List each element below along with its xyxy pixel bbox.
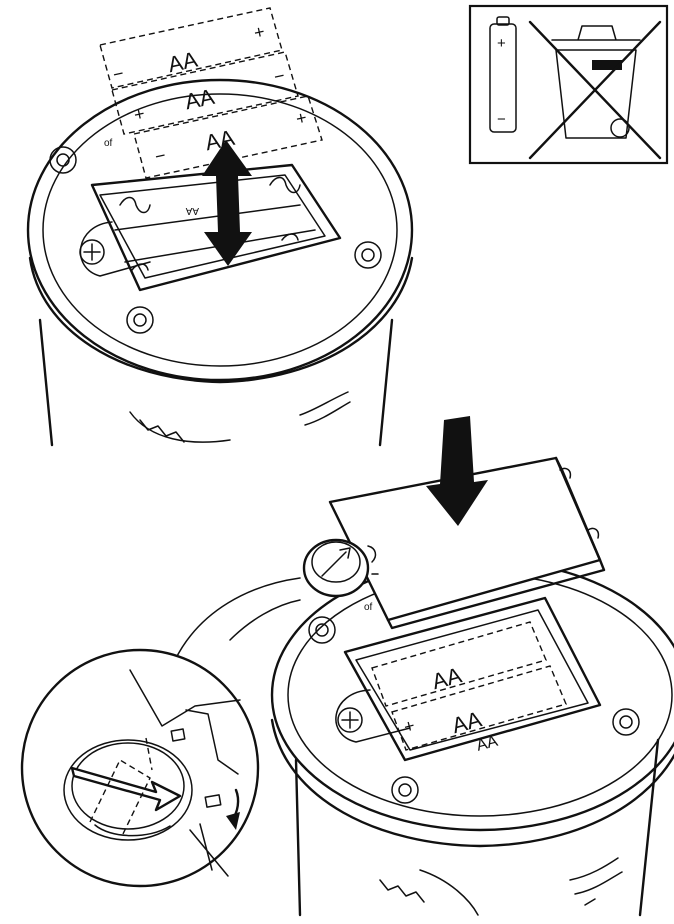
battery-plus-label: + (132, 103, 146, 125)
battery-plus-label: + (402, 715, 417, 737)
screw-head (612, 708, 640, 736)
lock-position-label: of (364, 602, 373, 613)
battery-cover-plate (328, 456, 606, 630)
battery-label: AA (183, 84, 217, 115)
aa-battery-dashed: AA (371, 621, 547, 707)
battery-label: AA (429, 662, 464, 694)
device-top-open: AA (26, 78, 414, 447)
battery-minus-label: − (153, 145, 167, 167)
insert-arrow-icon (426, 416, 488, 526)
crossed-out-wheelie-bin-icon (528, 20, 662, 160)
lock-position-label: of (104, 138, 113, 149)
battery-icon-minus: − (497, 111, 506, 128)
compartment-marking: AA (185, 205, 199, 216)
screw-head (391, 776, 419, 804)
battery-label: AA (449, 706, 484, 738)
battery-plus-label: + (294, 107, 308, 129)
battery-plus-label: + (252, 21, 266, 43)
aa-battery-dashed: AA + − (111, 51, 299, 135)
battery-compartment (343, 596, 602, 762)
zoom-detail-circle (20, 577, 301, 888)
screw-head (49, 146, 77, 174)
battery-icon-plus: + (497, 35, 506, 52)
screw-head (354, 241, 382, 269)
aa-battery-dashed: AA + − (99, 7, 283, 89)
screw-head (308, 616, 336, 644)
battery-label: AA (475, 733, 500, 755)
disposal-symbol-box: + − (468, 4, 669, 165)
remove-arrow-icon (202, 140, 252, 266)
lock-screw-icon (79, 221, 151, 277)
battery-minus-label: − (111, 63, 125, 85)
screw-head (126, 306, 154, 334)
battery-icon: + − (489, 16, 517, 133)
lock-knob-closeup (63, 737, 193, 841)
battery-minus-label: − (272, 65, 286, 87)
lock-knob (302, 538, 379, 598)
lock-screw-icon (335, 689, 411, 743)
device-bottom-closed: AA AA + AA (270, 558, 674, 917)
aa-battery-dashed: AA + AA (391, 665, 567, 755)
battery-compartment: AA (90, 163, 342, 292)
battery-label: AA (166, 47, 200, 78)
